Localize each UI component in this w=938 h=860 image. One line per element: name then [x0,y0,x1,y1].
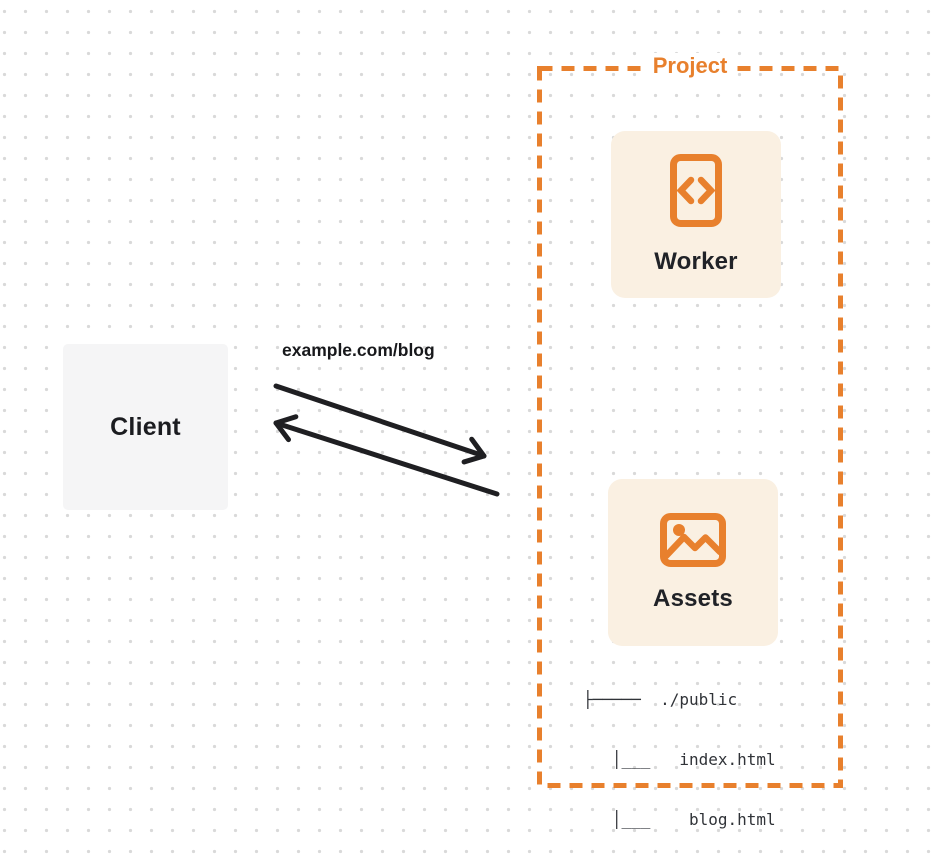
request-arrow [273,383,487,465]
file-tree-line: ├───── ./public [583,690,738,709]
project-label: Project [647,53,733,79]
assets-label: Assets [653,584,733,612]
file-tree-line: │___ index.html [583,750,776,769]
file-tree-line: │___ blog.html [583,810,776,829]
project-border [537,66,843,788]
response-arrow [273,414,500,497]
client-label: Client [110,412,181,441]
code-file-icon [670,153,722,227]
file-tree: ├───── ./public │___ index.html │___ blo… [583,650,776,860]
worker-label: Worker [654,247,738,275]
project-box: Project Worker Assets ├───── ./public │_… [537,53,843,829]
request-url-label: example.com/blog [282,340,435,360]
worker-card: Worker [611,131,781,298]
assets-card: Assets [608,479,778,646]
image-icon [660,512,726,567]
client-node: Client [63,344,228,510]
